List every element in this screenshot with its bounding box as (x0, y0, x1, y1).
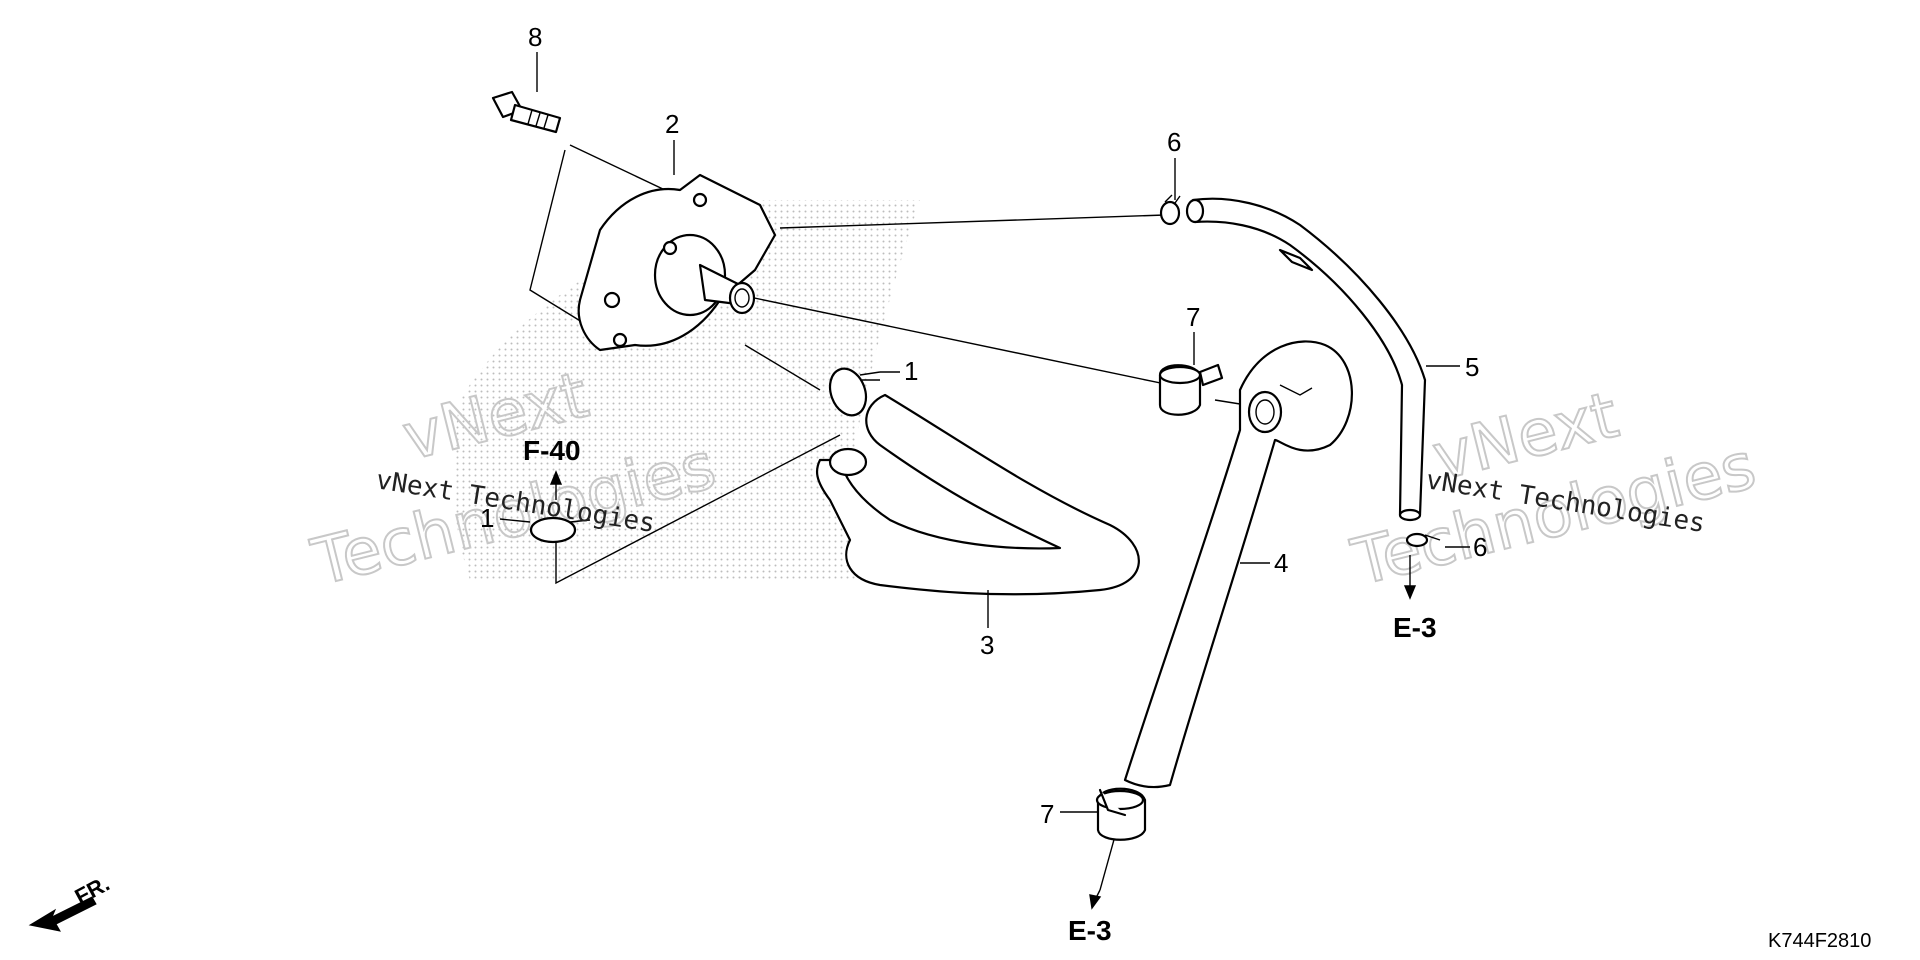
background-dot-shape (453, 200, 920, 580)
small-clip-part-6-bottom (1405, 532, 1441, 548)
hose-clip-part-1 (828, 367, 881, 417)
small-hose-part-5 (1185, 197, 1427, 522)
callout-6-top: 6 (1167, 127, 1181, 157)
callout-3: 3 (980, 630, 994, 660)
leader-lines (529, 144, 1266, 891)
callout-7-top: 7 (1186, 302, 1200, 332)
callout-7-bottom: 7 (1040, 799, 1054, 829)
reference-arrows (549, 470, 1417, 910)
callout-4: 4 (1274, 548, 1288, 578)
water-pump-part (577, 173, 777, 352)
flange-bolt-part (491, 90, 562, 134)
front-arrow-label: FR. (71, 871, 114, 910)
hose-clamp-part-7-bottom (1095, 787, 1147, 841)
hose-clamp-part-7-top (1158, 363, 1224, 416)
diagram-code: K744F2810 (1768, 930, 1871, 952)
reference-f40: F-40 (523, 435, 581, 466)
small-clip-part-6-top (1159, 194, 1181, 226)
reference-e3-bottom: E-3 (1068, 915, 1112, 946)
bypass-hose-part-4 (1123, 340, 1353, 789)
callout-6-bottom: 6 (1473, 532, 1487, 562)
callout-2: 2 (665, 109, 679, 139)
callout-1-right: 1 (904, 356, 918, 386)
callout-1-left: 1 (480, 503, 494, 533)
callout-8: 8 (528, 22, 542, 52)
callout-5: 5 (1465, 352, 1479, 382)
water-hose-part-3 (815, 393, 1140, 596)
hose-clip-part-1-left (529, 516, 591, 544)
reference-e3-right: E-3 (1393, 612, 1437, 643)
front-arrow: FR. (28, 871, 114, 932)
callout-leaders (499, 52, 1470, 813)
